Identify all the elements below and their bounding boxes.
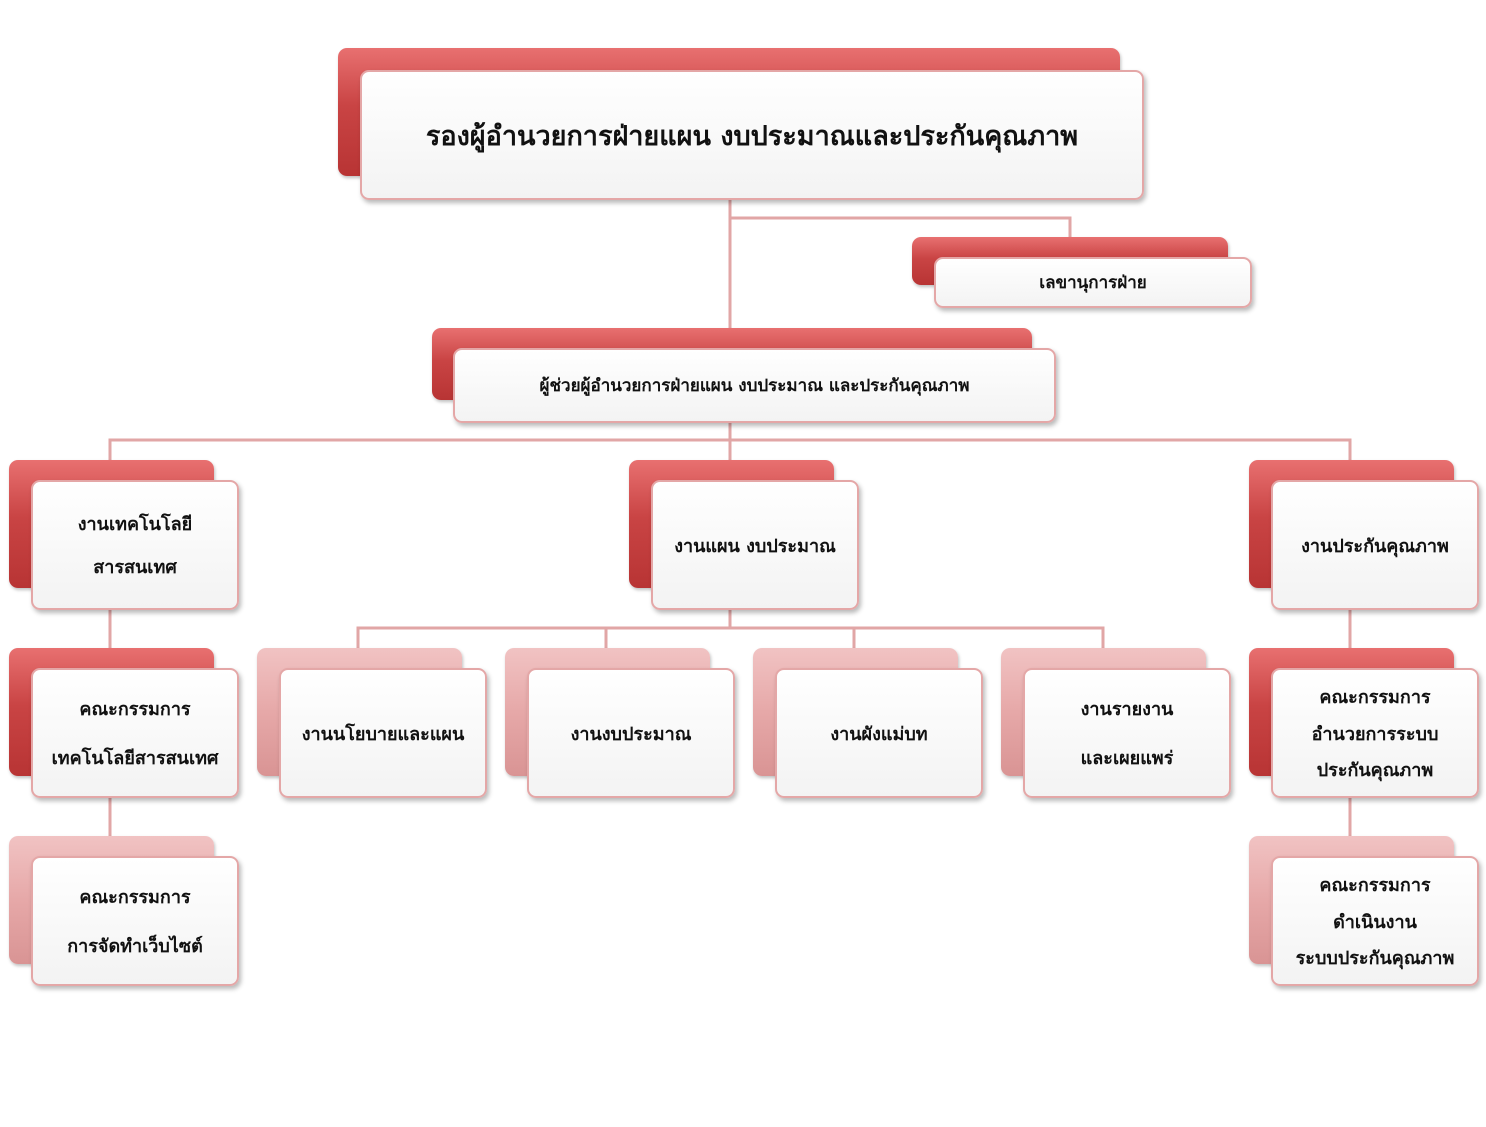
node-website-committee: คณะกรรมการ การจัดทำเว็บไซต์ bbox=[9, 836, 239, 988]
node-label: รองผู้อำนวยการฝ่ายแผน งบประมาณและประกันค… bbox=[425, 120, 1079, 152]
node-label: งานนโยบายและแผน bbox=[301, 723, 465, 745]
node-label: งานแผน งบประมาณ bbox=[674, 535, 836, 557]
node-master-plan-work: งานผังแม่บท bbox=[753, 648, 983, 800]
node-card: งานนโยบายและแผน bbox=[279, 668, 487, 798]
node-card: งานประกันคุณภาพ bbox=[1271, 480, 1479, 610]
node-label: ประกันคุณภาพ bbox=[1316, 760, 1434, 782]
node-label: ระบบประกันคุณภาพ bbox=[1295, 948, 1455, 970]
node-assistant-director: ผู้ช่วยผู้อำนวยการฝ่ายแผน งบประมาณ และปร… bbox=[432, 328, 1056, 424]
node-label: และเผยแพร่ bbox=[1080, 748, 1174, 769]
node-policy-plan-work: งานนโยบายและแผน bbox=[257, 648, 487, 800]
node-deputy-director: รองผู้อำนวยการฝ่ายแผน งบประมาณและประกันค… bbox=[338, 48, 1146, 202]
node-card: งานแผน งบประมาณ bbox=[651, 480, 859, 610]
node-secretary: เลขานุการฝ่าย bbox=[912, 237, 1252, 309]
node-card: เลขานุการฝ่าย bbox=[934, 257, 1252, 308]
node-label: งานเทคโนโลยี bbox=[77, 514, 193, 536]
node-card: งานรายงาน และเผยแพร่ bbox=[1023, 668, 1231, 798]
node-card: คณะกรรมการ การจัดทำเว็บไซต์ bbox=[31, 856, 239, 986]
node-card: งานงบประมาณ bbox=[527, 668, 735, 798]
node-label: งานผังแม่บท bbox=[830, 723, 928, 745]
node-card: รองผู้อำนวยการฝ่ายแผน งบประมาณและประกันค… bbox=[360, 70, 1144, 200]
node-report-work: งานรายงาน และเผยแพร่ bbox=[1001, 648, 1231, 800]
node-plan-budget-work: งานแผน งบประมาณ bbox=[629, 460, 859, 612]
node-label: ผู้ช่วยผู้อำนวยการฝ่ายแผน งบประมาณ และปร… bbox=[539, 376, 970, 396]
node-label: สารสนเทศ bbox=[93, 556, 177, 578]
node-it-committee: คณะกรรมการ เทคโนโลยีสารสนเทศ bbox=[9, 648, 239, 800]
node-qa-work: งานประกันคุณภาพ bbox=[1249, 460, 1479, 612]
node-qa-operation-committee: คณะกรรมการ ดำเนินงาน ระบบประกันคุณภาพ bbox=[1249, 836, 1479, 988]
node-budget-work: งานงบประมาณ bbox=[505, 648, 735, 800]
node-card: งานเทคโนโลยี สารสนเทศ bbox=[31, 480, 239, 610]
node-card: คณะกรรมการ เทคโนโลยีสารสนเทศ bbox=[31, 668, 239, 798]
node-label: ดำเนินงาน bbox=[1333, 911, 1417, 933]
node-label: งานรายงาน bbox=[1080, 699, 1174, 720]
node-label: เทคโนโลยีสารสนเทศ bbox=[51, 748, 219, 769]
node-card: คณะกรรมการ อำนวยการระบบ ประกันคุณภาพ bbox=[1271, 668, 1479, 798]
node-label: อำนวยการระบบ bbox=[1311, 723, 1439, 745]
node-label: การจัดทำเว็บไซต์ bbox=[67, 936, 203, 957]
node-it-work: งานเทคโนโลยี สารสนเทศ bbox=[9, 460, 239, 612]
node-label: เลขานุการฝ่าย bbox=[1039, 273, 1147, 293]
node-label: งานงบประมาณ bbox=[570, 723, 692, 745]
node-card: ผู้ช่วยผู้อำนวยการฝ่ายแผน งบประมาณ และปร… bbox=[453, 348, 1056, 423]
node-label: คณะกรรมการ bbox=[1319, 874, 1431, 896]
node-label: งานประกันคุณภาพ bbox=[1301, 535, 1449, 557]
node-label: คณะกรรมการ bbox=[79, 887, 191, 908]
node-card: คณะกรรมการ ดำเนินงาน ระบบประกันคุณภาพ bbox=[1271, 856, 1479, 986]
node-qa-admin-committee: คณะกรรมการ อำนวยการระบบ ประกันคุณภาพ bbox=[1249, 648, 1479, 800]
node-label: คณะกรรมการ bbox=[79, 699, 191, 720]
node-card: งานผังแม่บท bbox=[775, 668, 983, 798]
node-label: คณะกรรมการ bbox=[1319, 686, 1431, 708]
